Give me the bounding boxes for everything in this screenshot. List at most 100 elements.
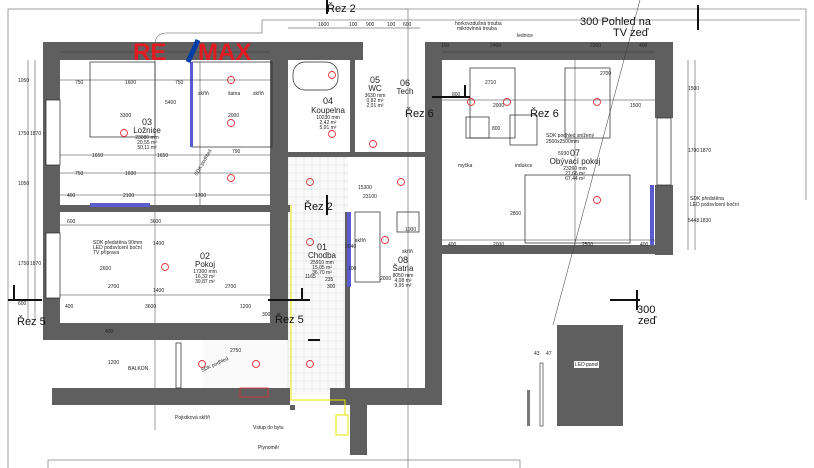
- svg-text:08: 08: [398, 255, 408, 265]
- dimension-label: 100: [349, 22, 358, 28]
- light-icon: [593, 196, 601, 204]
- svg-text:indukce: indukce: [515, 163, 532, 169]
- dimension-label: 1050: [18, 78, 29, 84]
- dimension-label: 600: [403, 22, 412, 28]
- light-icon: [467, 98, 475, 106]
- svg-text:SDK předstěna 90mm: SDK předstěna 90mm: [93, 240, 142, 246]
- svg-text:5,91 m²: 5,91 m²: [320, 125, 337, 131]
- svg-text:2,42 m²: 2,42 m²: [320, 120, 337, 126]
- section-rez6-left: Řez 6: [405, 107, 434, 120]
- view-tv-wall-line2: TV zeď: [613, 27, 649, 39]
- dimension-label: 400: [448, 242, 457, 248]
- dimension-label: 1600: [318, 22, 329, 28]
- svg-text:BALKON: BALKON: [128, 366, 149, 372]
- dimension-label: 2500: [582, 242, 593, 248]
- dimension-lines: [27, 27, 696, 320]
- svg-text:67,44 m²: 67,44 m²: [565, 176, 585, 182]
- svg-text:17300 mm: 17300 mm: [193, 269, 217, 275]
- dimension-label: 1750: [18, 261, 29, 267]
- dimension-label: 900: [366, 22, 375, 28]
- dimension-label: 1500: [630, 103, 641, 109]
- svg-text:Chodba: Chodba: [308, 251, 337, 260]
- svg-text:04: 04: [323, 96, 333, 106]
- dimension-label: 5400: [165, 100, 176, 106]
- dimension-label: 1600: [125, 80, 136, 86]
- svg-text:skříň: skříň: [253, 91, 264, 97]
- svg-text:20,55 m²: 20,55 m²: [137, 140, 157, 146]
- dimension-label: 2700: [225, 284, 236, 290]
- dimension-label: 3600: [150, 219, 161, 225]
- walls: [43, 42, 673, 455]
- dimension-label: 2040: [345, 244, 356, 250]
- light-icon: [227, 119, 235, 127]
- svg-text:3630 mm: 3630 mm: [365, 93, 386, 99]
- dimension-label: 100: [348, 266, 357, 272]
- dimension-label: 400: [67, 193, 76, 199]
- svg-text:03: 03: [142, 117, 152, 127]
- room-03: 03 Ložnice 23080 mm 20,55 m² 50,11 m²: [133, 117, 161, 151]
- light-icon: [306, 238, 314, 246]
- svg-text:skříň: skříň: [355, 238, 366, 244]
- dimension-label: 1400: [153, 241, 164, 247]
- dimension-label: 750: [75, 80, 84, 86]
- svg-text:Pojistková skříň: Pojistková skříň: [175, 415, 210, 421]
- section-rez5-right: Řez 5: [275, 313, 304, 326]
- room-01: 01 Chodba 25910 mm 15,05 m² 36,70 m²: [308, 242, 337, 276]
- section-rez2-mid: Řez 2: [304, 200, 333, 213]
- svg-text:23260 mm: 23260 mm: [563, 166, 587, 172]
- svg-text:01: 01: [317, 242, 327, 252]
- svg-text:4,08 m²: 4,08 m²: [395, 278, 412, 284]
- view-wall-line2: zeď: [638, 315, 657, 327]
- svg-text:LED panel: LED panel: [575, 362, 598, 368]
- svg-text:Vstup do bytu: Vstup do bytu: [253, 425, 284, 431]
- svg-text:SDK podhled: SDK podhled: [194, 148, 214, 177]
- svg-text:LED podsvícení boční: LED podsvícení boční: [690, 202, 740, 208]
- svg-text:23080 mm: 23080 mm: [135, 135, 159, 141]
- light-icon: [328, 130, 336, 138]
- light-icon: [369, 140, 377, 148]
- svg-text:myčka: myčka: [458, 163, 473, 169]
- ceiling-lights: [120, 71, 601, 368]
- light-icon: [161, 263, 169, 271]
- svg-text:MAX: MAX: [198, 39, 251, 66]
- section-rez2-top: Řez 2: [327, 2, 356, 15]
- svg-text:Koupelna: Koupelna: [311, 106, 345, 115]
- room-08: 08 Šatna 8050 mm 4,08 m² 9,95 m²: [393, 255, 414, 289]
- svg-text:RE: RE: [133, 39, 166, 66]
- svg-text:50,11 m²: 50,11 m²: [137, 145, 157, 151]
- dimension-label: 790: [232, 149, 241, 155]
- dimension-label: 300: [262, 312, 271, 318]
- section-rez5-left: Řez 5: [17, 315, 46, 328]
- svg-text:Ložnice: Ložnice: [133, 126, 161, 135]
- light-icon: [198, 360, 206, 368]
- dimension-label: 400: [105, 329, 114, 335]
- dimension-label: 100: [387, 22, 396, 28]
- svg-text:2500x2500mm: 2500x2500mm: [546, 139, 579, 145]
- dimension-label: 150: [441, 43, 450, 49]
- dimension-label: 1650: [92, 153, 103, 159]
- svg-text:9,95 m²: 9,95 m²: [395, 283, 412, 289]
- svg-text:Tech: Tech: [397, 87, 414, 96]
- dimension-label: 750: [75, 171, 84, 177]
- svg-text:27,66 m²: 27,66 m²: [565, 171, 585, 177]
- dimension-label: 1500: [688, 86, 699, 92]
- dimension-label: 3300: [120, 113, 131, 119]
- svg-text:skříň: skříň: [402, 249, 413, 255]
- light-icon: [328, 71, 336, 79]
- dimension-label: 600: [18, 301, 27, 307]
- dimension-label: 15300: [358, 185, 372, 191]
- svg-text:horkovzdušná trouba: horkovzdušná trouba: [455, 21, 502, 27]
- svg-text:06: 06: [400, 78, 410, 88]
- svg-text:WC: WC: [368, 84, 382, 93]
- remax-logo: RE MAX: [133, 38, 251, 66]
- dimension-label: 2710: [485, 80, 496, 86]
- dimension-label: 2600: [100, 266, 111, 272]
- dimension-label: 300: [327, 284, 336, 290]
- svg-text:8050 mm: 8050 mm: [393, 273, 414, 279]
- svg-text:mikrovlnná trouba: mikrovlnná trouba: [457, 26, 497, 32]
- svg-text:Šatna: Šatna: [393, 264, 414, 273]
- dimension-label: 1870: [700, 148, 711, 154]
- svg-text:lednice: lednice: [517, 33, 533, 39]
